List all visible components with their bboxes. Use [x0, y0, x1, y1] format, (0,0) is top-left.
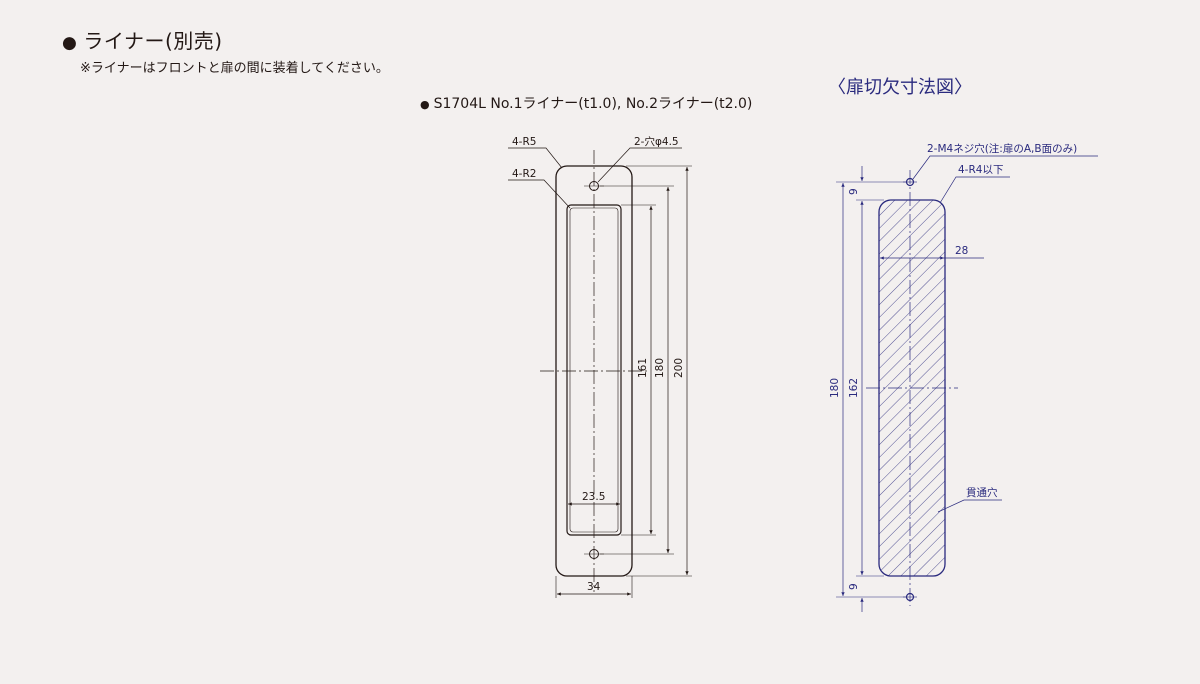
label-28: 28 [955, 245, 968, 257]
liner-model-text: S1704L No.1ライナー(t1.0), No.2ライナー(t2.0) [433, 96, 753, 112]
leader-4r5 [508, 147, 563, 169]
label-9-top: 9 [848, 188, 860, 195]
label-180-liner: 180 [654, 358, 666, 378]
leader-screw-holes [912, 155, 1098, 180]
leader-through-hole [937, 499, 1002, 513]
cutout-labels: 2-M4ネジ穴(注:扉のA,B面のみ) 4-R4以下 28 貫通穴 180 16… [829, 142, 1077, 590]
bullet-icon: ● [62, 33, 78, 53]
label-34: 34 [587, 581, 601, 593]
section-heading: ●ライナー(別売) [62, 28, 223, 56]
label-23-5: 23.5 [582, 491, 605, 503]
leader-4r2 [508, 179, 571, 209]
label-180-cutout: 180 [829, 378, 841, 398]
label-holes: 2-穴φ4.5 [634, 135, 679, 148]
label-200: 200 [673, 358, 685, 378]
label-corner-r4: 4-R4以下 [958, 164, 1003, 176]
label-through-hole: 貫通穴 [966, 486, 998, 499]
liner-labels: 4-R5 4-R2 2-穴φ4.5 23.5 34 161 180 200 [512, 135, 685, 593]
cutout-title: 〈扉切欠寸法図〉 [828, 77, 972, 98]
leader-corner-r4 [939, 176, 1010, 204]
cutout-drawing [836, 155, 1098, 612]
label-161: 161 [637, 358, 649, 378]
section-title: ライナー(別売) [83, 29, 223, 53]
bullet-icon: ● [420, 98, 430, 111]
leader-holes [597, 147, 682, 183]
label-4r2: 4-R2 [512, 168, 536, 180]
liner-model-label: ●S1704L No.1ライナー(t1.0), No.2ライナー(t2.0) [420, 94, 752, 115]
install-note: ※ライナーはフロントと扉の間に装着してください。 [80, 61, 389, 76]
label-screw-holes: 2-M4ネジ穴(注:扉のA,B面のみ) [927, 142, 1077, 155]
liner-drawing [508, 147, 692, 598]
label-4r5: 4-R5 [512, 136, 536, 148]
label-162: 162 [848, 378, 860, 398]
label-9-bottom: 9 [848, 583, 860, 590]
